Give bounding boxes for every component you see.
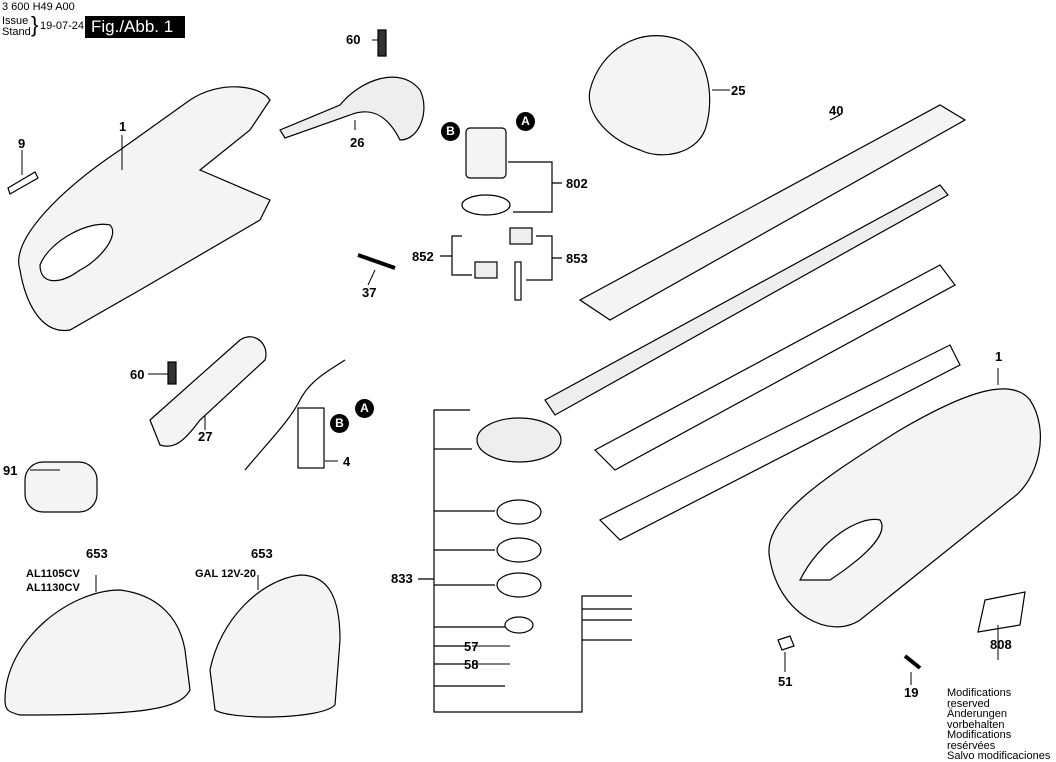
part-label-808: 808 [990,637,1012,652]
blade-lower [598,344,961,541]
part-label-37: 37 [362,285,377,300]
marker-a-top: A [516,112,535,131]
part-label-653-left: 653 [86,546,108,561]
note-fr: Modifications resérvées [947,729,1012,752]
part-label-27: 27 [198,429,213,444]
spring-60-top [377,29,387,57]
marker-a-mid: A [355,399,374,418]
part-label-60-top: 60 [346,32,361,47]
battery-91 [24,461,98,513]
part-label-1-top: 1 [119,119,127,134]
pin-853 [514,261,522,301]
motor [465,127,507,179]
part-label-60-mid: 60 [130,367,145,382]
part-label-4: 4 [343,454,351,469]
note-de: Änderungen vorbehalten [947,708,1007,731]
marker-b-top: B [441,122,460,141]
modifications-note: Modifications reserved Änderungen vorbeh… [947,688,1056,762]
clip-51 [777,635,795,651]
part-label-58: 58 [464,657,479,672]
label-plate-808 [977,591,1026,633]
part-label-833: 833 [391,571,413,586]
charger-model-1: AL1105CV [26,568,80,580]
part-label-9: 9 [18,136,26,151]
guide-rail [544,184,949,416]
motor-gear-disk [461,194,511,216]
screw-19 [903,654,922,670]
label-plate-9 [7,171,39,195]
housing-right-grip-hole [799,518,883,581]
part-label-802: 802 [566,176,588,191]
mount-853 [509,227,533,245]
part-label-19: 19 [904,685,919,700]
circuit-board-4 [297,407,325,469]
issue-date: 19-07-24 [40,20,85,32]
guide-bar-40 [578,104,967,321]
trigger-26 [279,76,425,141]
stand-label: Stand [2,26,31,38]
part-label-852: 852 [412,249,434,264]
note-en: Modifications reserved [947,687,1012,710]
note-es: Salvo modificaciones [947,750,1051,762]
charger-al1105cv [4,589,191,716]
hand-guard-25 [588,35,711,156]
part-label-1-right: 1 [995,349,1003,364]
part-label-653-right: 653 [251,546,273,561]
housing-grip-hole [39,223,114,282]
spring-60-mid [167,361,177,385]
part-label-26: 26 [350,135,365,150]
figure-label: Fig./Abb. 1 [85,16,185,38]
handle-27 [149,336,267,447]
charger-model-3: GAL 12V-20 [195,568,256,580]
charger-gal12v20 [209,574,341,718]
wiring [244,359,346,471]
housing-half-left [18,86,271,331]
mount-852 [474,261,498,279]
part-label-51: 51 [778,674,793,689]
part-label-40: 40 [829,103,844,118]
part-label-91: 91 [3,463,18,478]
issue-label: Issue [2,15,29,27]
part-label-57: 57 [464,639,479,654]
blade-upper [594,264,956,471]
document-number: 3 600 H49 A00 [2,1,75,13]
exploded-diagram [4,29,1041,718]
pin-37 [357,253,396,270]
marker-b-mid: B [330,414,349,433]
gear-wheel [476,417,562,463]
part-label-853: 853 [566,251,588,266]
charger-model-2: AL1130CV [26,582,80,594]
brace: } [31,12,39,37]
part-label-25: 25 [731,83,746,98]
